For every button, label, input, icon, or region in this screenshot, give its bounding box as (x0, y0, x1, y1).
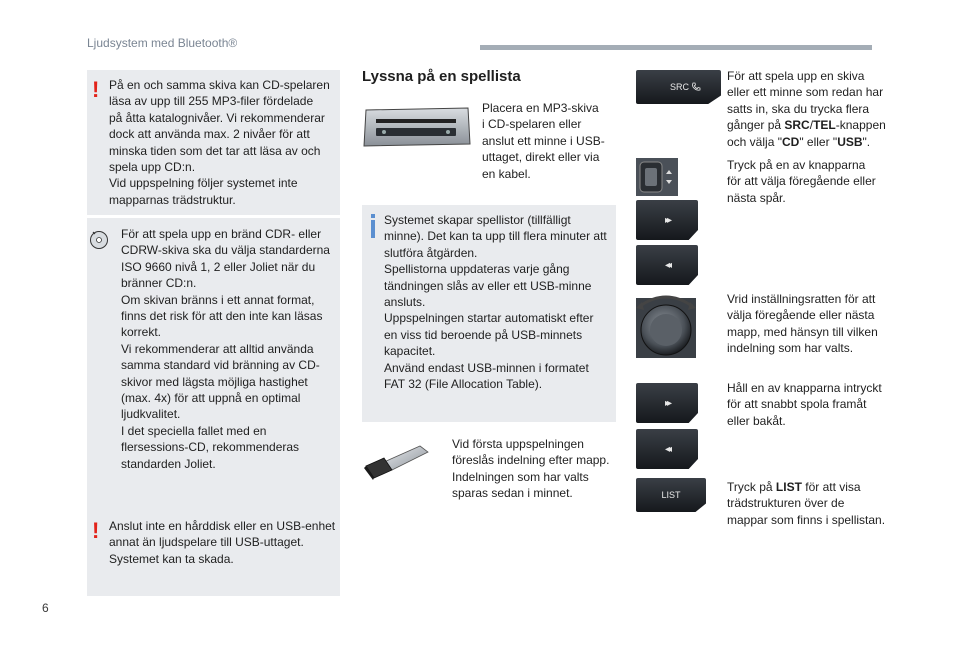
src-button-label: SRC (669, 82, 689, 92)
next-icon: ▸▸ (664, 214, 672, 226)
rewind-icon: ◂◂ (664, 443, 672, 455)
press-text: Tryck på en av knapparna för att välja f… (727, 158, 876, 205)
cd-note-box: För att spela upp en bränd CDR- eller CD… (87, 218, 340, 518)
previous-button[interactable]: ◂◂ (636, 245, 698, 285)
warning-icon: ! (92, 518, 100, 543)
fast-forward-button[interactable]: ▸▸ (636, 383, 698, 423)
warning-usb-text: Anslut inte en hårddisk eller en USB-enh… (109, 519, 336, 566)
src-text: För att spela upp en skiva eller ett min… (727, 69, 886, 149)
tuning-dial-image (636, 295, 696, 358)
info-icon-bar (371, 220, 375, 238)
src-tel-button[interactable]: SRC (636, 70, 721, 104)
cd-note-text: För att spela upp en bränd CDR- eller CD… (121, 227, 330, 471)
cd-player-image (363, 107, 471, 147)
previous-icon: ◂◂ (664, 259, 672, 271)
info-playlist-text: Systemet skapar spellistor (tillfälligt … (384, 213, 607, 392)
list-button[interactable]: LIST (636, 478, 706, 512)
next-button[interactable]: ▸▸ (636, 200, 698, 240)
warning-box-mp3: ! På en och samma skiva kan CD-spelaren … (87, 70, 340, 215)
header-bar (480, 45, 872, 50)
first-play-text: Vid första uppspelningen föreslås indeln… (452, 437, 610, 501)
info-box-playlist: Systemet skapar spellistor (tillfälligt … (362, 205, 616, 422)
warning-mp3-text: På en och samma skiva kan CD-spelaren lä… (109, 78, 330, 207)
cd-icon (90, 231, 108, 249)
phone-icon (692, 82, 701, 91)
dial-text: Vrid inställningsratten för att välja fö… (727, 292, 878, 356)
usb-stick-image (364, 445, 429, 480)
section-header: Ljudsystem med Bluetooth® (87, 36, 238, 50)
steering-control-image (636, 158, 678, 196)
warning-icon: ! (92, 77, 100, 102)
place-text: Placera en MP3-skiva i CD-spelaren eller… (482, 101, 605, 181)
section-heading: Lyssna på en spellista (362, 68, 521, 85)
list-text: Tryck på LIST för att visa trädstrukture… (727, 480, 886, 527)
info-icon (371, 214, 375, 218)
warning-box-usb: ! Anslut inte en hårddisk eller en USB-e… (87, 510, 340, 596)
fast-forward-icon: ▸▸ (664, 397, 672, 409)
page-number: 6 (42, 601, 49, 615)
hold-text: Håll en av knapparna intryckt för att sn… (727, 381, 882, 428)
rewind-button[interactable]: ◂◂ (636, 429, 698, 469)
list-button-label: LIST (661, 490, 681, 500)
